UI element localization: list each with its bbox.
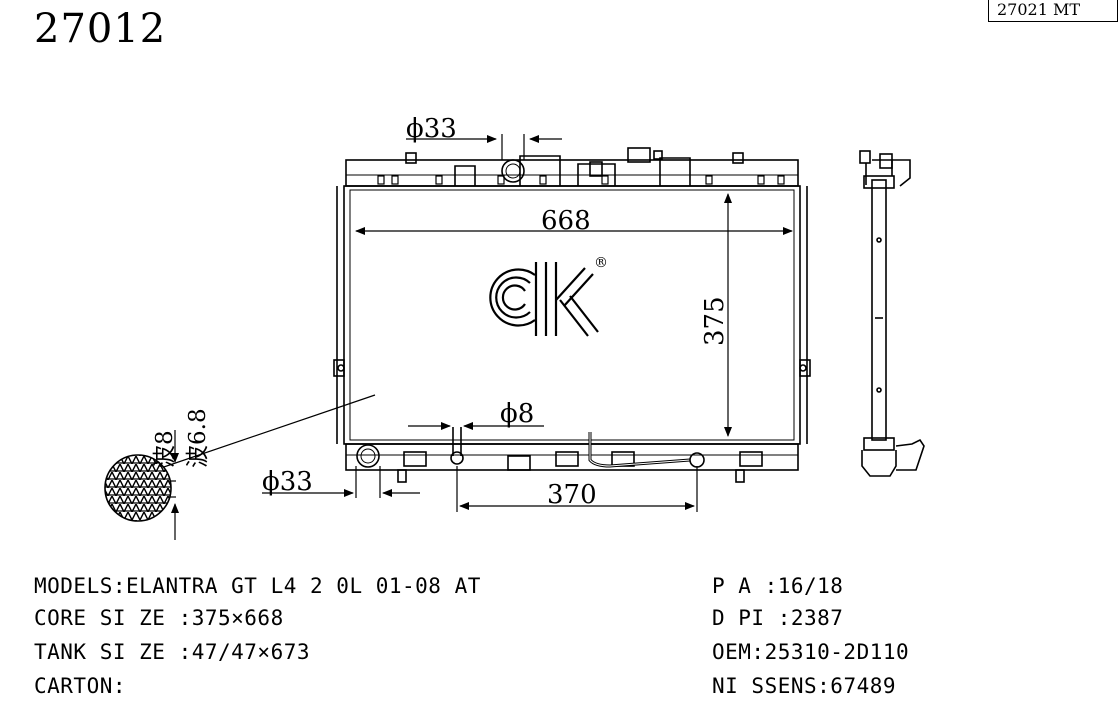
- spec-value: 47/47×673: [191, 640, 311, 664]
- radiator-drawing: ϕ33 668 375 ϕ8 ϕ33 370 波8 波6.8 ®: [104, 114, 925, 540]
- spec-value: 16/18: [777, 574, 844, 598]
- dim-fin-6-8: 波6.8: [185, 408, 211, 468]
- registered-mark: ®: [594, 255, 608, 271]
- spec-carton: CARTON:: [34, 674, 126, 698]
- spec-nissens: NI SSENS:67489: [712, 674, 896, 698]
- dim-bottom-pipe: ϕ33: [262, 467, 313, 497]
- spec-label: OEM:: [712, 640, 765, 664]
- spec-label: MODELS:: [34, 574, 127, 598]
- spec-value: 25310-2D110: [764, 640, 910, 664]
- ck-logo-icon: [489, 262, 599, 337]
- part-number: 27012: [34, 6, 167, 52]
- bottom-tank: [345, 432, 799, 483]
- spec-models: MODELS:ELANTRA GT L4 2 0L 01-08 AT: [34, 574, 481, 598]
- side-view: [859, 150, 925, 477]
- dim-height: 375: [700, 296, 730, 346]
- dim-top-pipe: ϕ33: [406, 114, 457, 144]
- spec-value: ELANTRA GT L4 2 0L 01-08 AT: [126, 574, 481, 598]
- spec-oem: OEM:25310-2D110: [712, 640, 909, 664]
- spec-label: CORE SI ZE :: [34, 606, 192, 630]
- spec-value: 67489: [830, 674, 897, 698]
- spec-label: D PI :: [712, 606, 791, 630]
- spec-label: CARTON:: [34, 674, 127, 698]
- top-pipe: [501, 159, 525, 183]
- spec-pa: P A :16/18: [712, 574, 843, 598]
- dim-width: 668: [541, 206, 591, 236]
- spec-label: NI SSENS:: [712, 674, 831, 698]
- spec-label: TANK SI ZE :: [34, 640, 192, 664]
- spec-value: 375×668: [191, 606, 284, 630]
- dim-bottom-span: 370: [547, 480, 597, 510]
- dim-fin-8: 波8: [152, 430, 178, 468]
- spec-tank-size: TANK SI ZE :47/47×673: [34, 640, 310, 664]
- spec-value: 2387: [790, 606, 844, 630]
- top-tank: [345, 147, 799, 187]
- spec-dpi: D PI :2387: [712, 606, 843, 630]
- spec-core-size: CORE SI ZE :375×668: [34, 606, 284, 630]
- dim-small-pipe: ϕ8: [500, 399, 534, 429]
- fin-detail: [104, 454, 172, 522]
- bottom-pipe: [356, 444, 380, 468]
- spec-label: P A :: [712, 574, 778, 598]
